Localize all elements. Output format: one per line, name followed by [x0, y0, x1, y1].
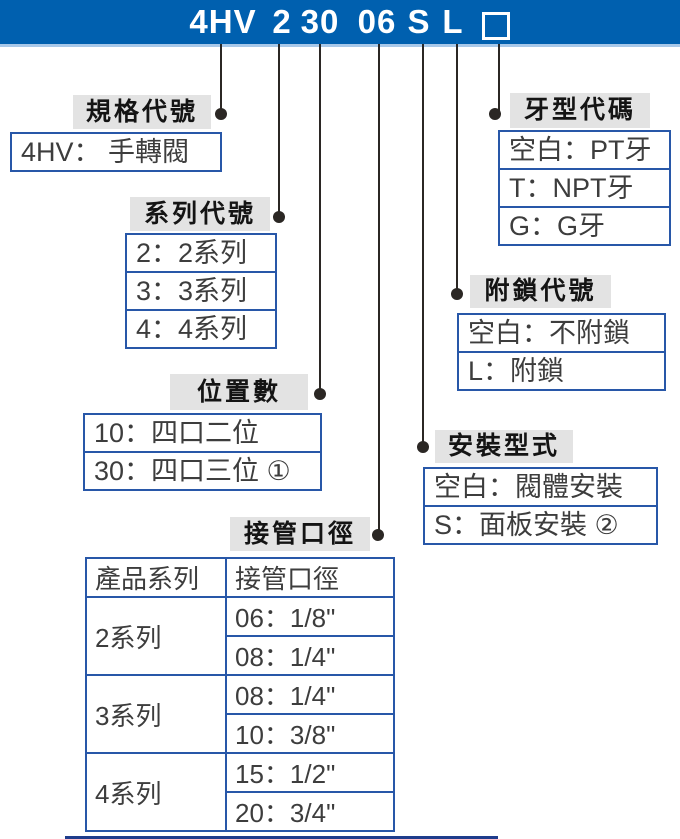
lock-row: L：附鎖 — [457, 351, 666, 391]
connector-dot-series — [273, 211, 285, 223]
section-label-port: 接管口徑 — [230, 517, 370, 551]
table-cell-size: 08：1/4" — [225, 674, 395, 715]
leader-line-mount — [422, 44, 424, 447]
position-row: 10：四口二位 — [83, 413, 322, 453]
leader-line-position — [319, 44, 321, 394]
thread-row: 空白：PT牙 — [498, 130, 671, 170]
connector-dot-port — [372, 529, 384, 541]
table-header-series: 產品系列 — [85, 557, 227, 598]
position-box: 10：四口二位 30：四口三位 ① — [83, 413, 322, 491]
section-label-position: 位置數 — [170, 374, 308, 410]
table-cell-size: 06：1/8" — [225, 596, 395, 637]
section-label-series: 系列代號 — [130, 197, 270, 231]
table-cell-size: 15：1/2" — [225, 752, 395, 793]
code-segment-port: 06 — [357, 3, 397, 40]
section-label-thread: 牙型代碼 — [510, 93, 650, 128]
connector-dot-position — [314, 388, 326, 400]
table-cell-size: 10：3/8" — [225, 713, 395, 754]
mount-row: 空白：閥體安裝 — [423, 467, 658, 507]
empty-square-icon — [482, 12, 510, 40]
series-row: 3：3系列 — [125, 271, 277, 311]
table-header-port: 接管口徑 — [225, 557, 395, 598]
connector-dot-mount — [417, 441, 429, 453]
table-cell-series: 4系列 — [85, 752, 227, 832]
thread-box: 空白：PT牙 T：NPT牙 G：G牙 — [498, 130, 671, 246]
header-strip — [0, 44, 680, 47]
code-segment-lock: L — [442, 3, 464, 40]
code-segment-mount: S — [407, 3, 431, 40]
section-label-mount: 安裝型式 — [435, 430, 573, 463]
thread-row: G：G牙 — [498, 206, 671, 246]
code-segment-series: 2 — [272, 3, 292, 40]
table-cell-size: 08：1/4" — [225, 635, 395, 676]
position-row: 30：四口三位 ① — [83, 451, 322, 491]
connector-dot-thread — [489, 108, 501, 120]
code-segment-position: 30 — [300, 3, 340, 40]
port-size-table: 產品系列 接管口徑 2系列 06：1/8" 08：1/4" 3系列 08：1/4… — [85, 557, 395, 832]
section-label-spec: 規格代號 — [73, 95, 211, 129]
table-cell-series: 2系列 — [85, 596, 227, 676]
code-segment-spec: 4HV — [189, 3, 257, 40]
mount-box: 空白：閥體安裝 S：面板安裝 ② — [423, 467, 658, 545]
mount-row: S：面板安裝 ② — [423, 505, 658, 545]
table-cell-size: 20：3/4" — [225, 791, 395, 832]
leader-line-series — [278, 44, 280, 217]
leader-line-thread — [498, 44, 500, 114]
leader-line-spec — [220, 44, 222, 114]
leader-line-port — [378, 44, 380, 535]
series-row: 2：2系列 — [125, 233, 277, 273]
thread-row: T：NPT牙 — [498, 168, 671, 208]
series-row: 4：4系列 — [125, 309, 277, 349]
spec-row: 4HV： 手轉閥 — [10, 132, 222, 172]
connector-dot-lock — [451, 288, 463, 300]
spec-box: 4HV： 手轉閥 — [10, 132, 222, 172]
table-cell-series: 3系列 — [85, 674, 227, 754]
series-box: 2：2系列 3：3系列 4：4系列 — [125, 233, 277, 349]
header-bar — [0, 0, 680, 44]
lock-row: 空白：不附鎖 — [457, 313, 666, 353]
page-divider-line — [65, 836, 498, 839]
section-label-lock: 附鎖代號 — [470, 275, 611, 308]
lock-box: 空白：不附鎖 L：附鎖 — [457, 313, 666, 391]
connector-dot-spec — [215, 108, 227, 120]
leader-line-lock — [456, 44, 458, 294]
